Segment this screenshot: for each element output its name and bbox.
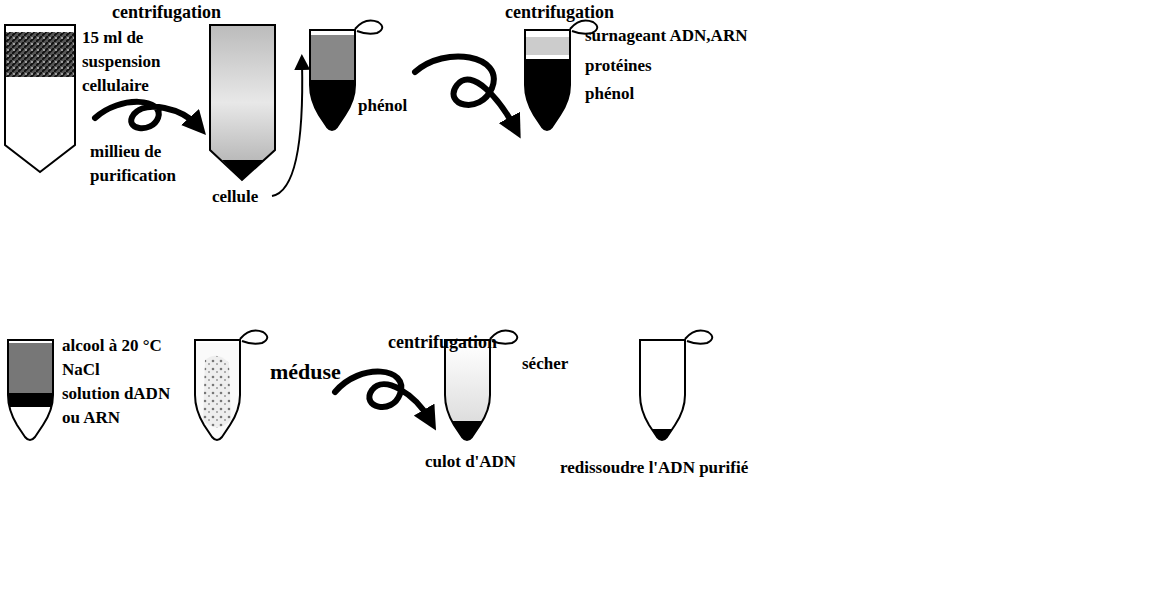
tube-outline bbox=[210, 25, 275, 180]
centrifugation-arrow bbox=[415, 56, 515, 128]
step-label: centrifugation bbox=[112, 0, 221, 24]
step-label: centrifugation bbox=[388, 330, 497, 354]
transfer-arrow bbox=[272, 62, 302, 196]
step-label: millieu de purification bbox=[90, 140, 200, 188]
step-label: protéines bbox=[585, 54, 652, 78]
microtube bbox=[640, 331, 712, 449]
step-label: phénol bbox=[358, 94, 407, 118]
step-label: culot d'ADN bbox=[425, 450, 516, 474]
step-label: redissoudre l'ADN purifié bbox=[560, 456, 748, 480]
dna-precipitate bbox=[203, 356, 231, 428]
step-label: phénol bbox=[585, 82, 634, 106]
tube-cap bbox=[355, 21, 382, 34]
microtube bbox=[8, 340, 53, 440]
step-label: alcool à 20 °C bbox=[62, 334, 162, 358]
centrifugation-arrow bbox=[95, 102, 198, 128]
tube-cap bbox=[685, 331, 712, 344]
conical-tube bbox=[5, 25, 75, 172]
step-label: solution dADN ou ARN bbox=[62, 382, 187, 430]
cell-pellet bbox=[222, 160, 264, 180]
microtube bbox=[310, 21, 382, 140]
step-label: sécher bbox=[522, 352, 568, 376]
step-label: centrifugation bbox=[505, 0, 614, 24]
conical-tube bbox=[210, 25, 275, 180]
suspension-fill bbox=[5, 32, 75, 77]
tube-outline bbox=[5, 25, 75, 172]
step-label: 15 ml de suspension cellulaire bbox=[82, 26, 182, 98]
step-label: cellule bbox=[212, 185, 258, 209]
step-label: méduse bbox=[270, 360, 341, 384]
tube-cap bbox=[240, 331, 267, 344]
step-label: surnageant ADN,ARN bbox=[585, 24, 747, 48]
step-label: NaCl bbox=[62, 358, 100, 382]
centrifugation-arrow bbox=[335, 372, 430, 420]
microtube bbox=[195, 331, 267, 448]
